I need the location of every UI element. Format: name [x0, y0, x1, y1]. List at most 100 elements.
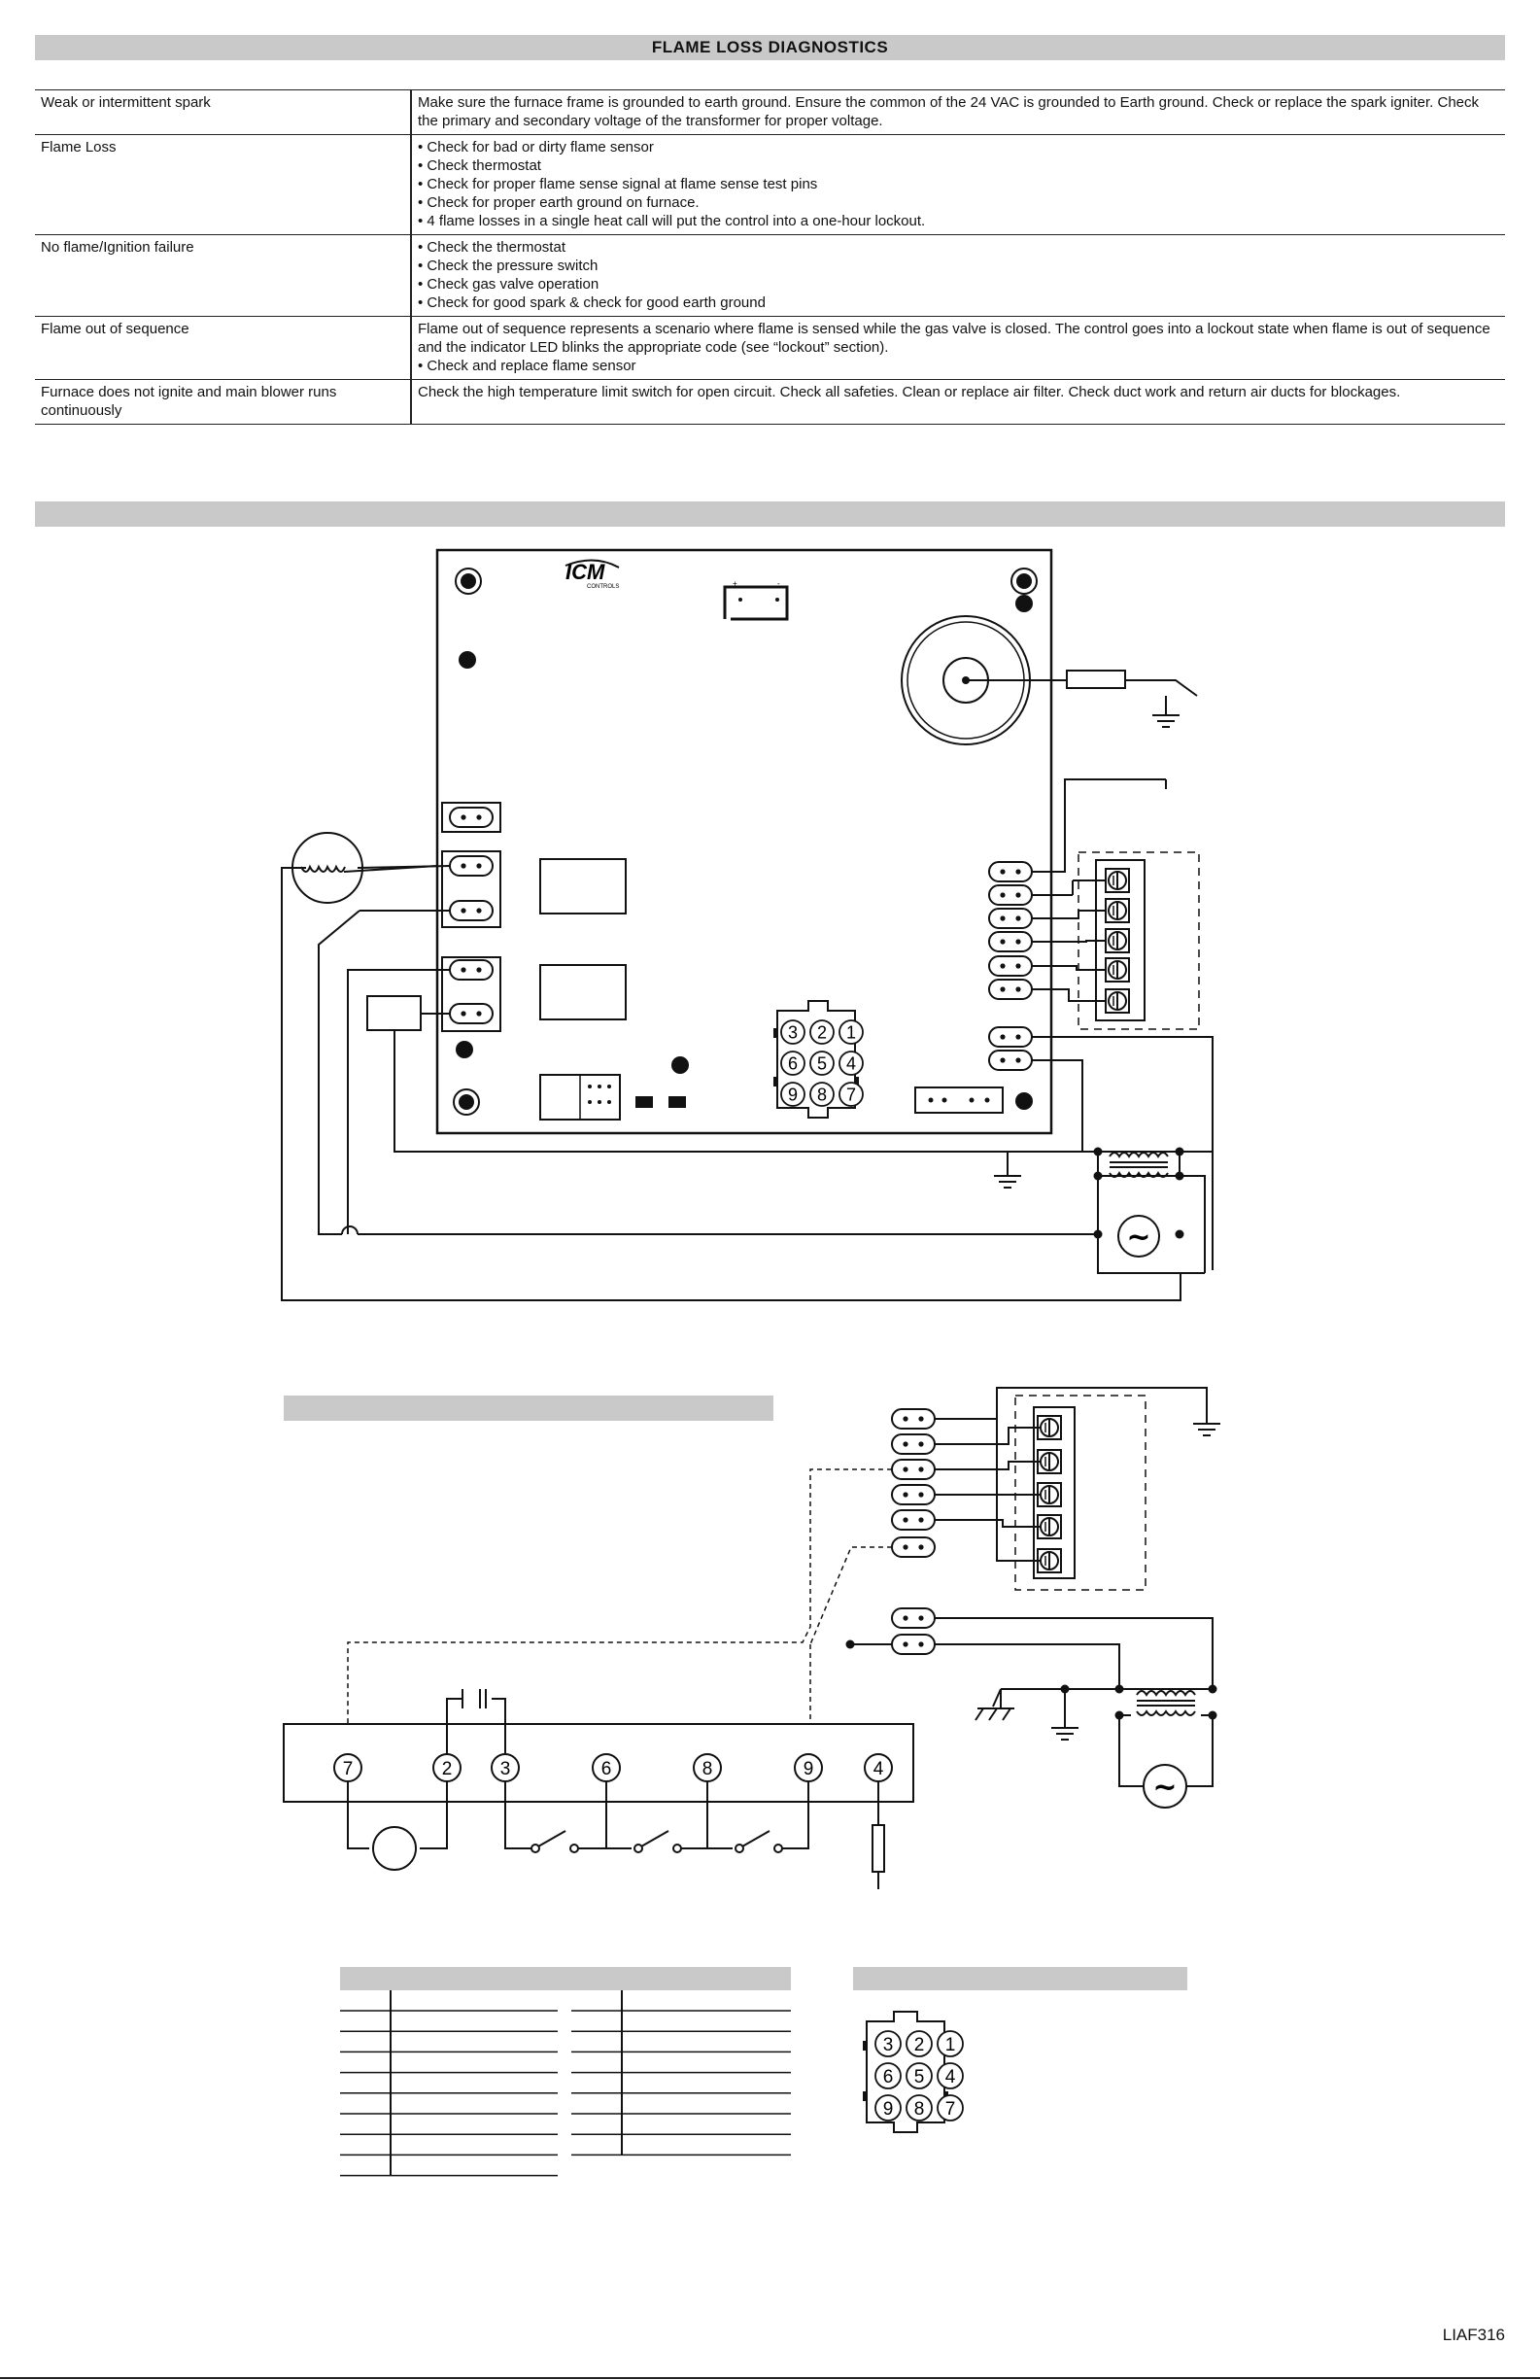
schematic-terminal-label: 8	[702, 1759, 713, 1779]
section-bar-connector	[853, 1967, 1187, 1990]
connector-pin-label: 8	[914, 2099, 925, 2120]
connector-pin	[838, 1082, 864, 1107]
section-bar-pin-table	[340, 1967, 791, 1990]
connector-pin	[780, 1051, 805, 1076]
schematic-terminal-label: 4	[873, 1759, 884, 1779]
remedy-line: • Check gas valve operation	[418, 276, 599, 293]
remedy-line: • Check the pressure switch	[418, 258, 599, 274]
symptom-cell: Furnace does not ignite and main blower …	[35, 379, 412, 425]
ac-source-schematic: ~	[1143, 1764, 1187, 1809]
remedy-line: • Check the thermostat	[418, 239, 565, 256]
remedy-cell: Make sure the furnace frame is grounded …	[411, 89, 1505, 135]
spark-coil	[901, 615, 1198, 745]
connector-pin-label: 5	[817, 1053, 827, 1073]
remedy-line: • Check for proper earth ground on furna…	[418, 194, 700, 211]
ac-symbol-schematic: ~	[1152, 1771, 1177, 1805]
remedy-line: • Check and replace flame sensor	[418, 358, 636, 374]
logo-text: ICM	[565, 560, 605, 584]
svg-text:-: -	[777, 579, 780, 588]
connector-pin	[838, 1051, 864, 1076]
symptom-cell: Weak or intermittent spark	[35, 89, 412, 135]
connector-pin-label: 6	[883, 2067, 894, 2087]
connector-pin	[906, 2094, 933, 2121]
diagnostics-row: No flame/Ignition failure• Check the the…	[35, 234, 1505, 317]
bottom-rule	[0, 2377, 1540, 2379]
schematic-connectors	[891, 1408, 936, 1655]
connector-pin	[906, 2062, 933, 2089]
connector-pin	[809, 1019, 835, 1045]
remedy-line: • Check for bad or dirty flame sensor	[418, 139, 654, 155]
symptom-cell: No flame/Ignition failure	[35, 234, 412, 317]
wiring-top	[281, 778, 1214, 1301]
remedy-line: Flame out of sequence represents a scena…	[418, 321, 1490, 356]
symptom-cell: Flame Loss	[35, 134, 412, 235]
remedy-cell: Check the high temperature limit switch …	[411, 379, 1505, 425]
status-led: + -	[723, 579, 789, 621]
schematic-terminal-label: 9	[804, 1759, 814, 1779]
connector-pin-label: 2	[817, 1022, 827, 1042]
schematic-board: 7 2 3 6 8 9 4	[283, 1689, 914, 1889]
svg-text:+: +	[733, 579, 737, 588]
connector-pin-label: 3	[883, 2035, 894, 2055]
connector-pin-label: 6	[788, 1053, 798, 1073]
section-bar-wiring	[35, 501, 1505, 527]
connector-pin-label: 7	[846, 1085, 856, 1104]
connector-pin-label: 9	[788, 1085, 798, 1104]
diagnostics-row: Furnace does not ignite and main blower …	[35, 379, 1505, 425]
remedy-line: Check the high temperature limit switch …	[418, 384, 1401, 400]
connector-pin	[874, 2094, 902, 2121]
remedy-cell: • Check the thermostat • Check the pressu…	[411, 234, 1505, 317]
schematic-terminal-label: 6	[601, 1759, 612, 1779]
logo-sub-text: CONTROLS	[587, 584, 619, 590]
remedy-line: • Check for good spark & check for good …	[418, 294, 766, 311]
connector-pin	[809, 1051, 835, 1076]
connector-pin	[874, 2030, 902, 2057]
connector-pin-label: 8	[817, 1085, 827, 1104]
ac-symbol-top: ~	[1126, 1221, 1150, 1255]
connector-pin	[937, 2062, 964, 2089]
connector-pin-label: 1	[846, 1022, 856, 1042]
ac-source-top: ~	[1117, 1215, 1160, 1258]
remedy-cell: Flame out of sequence represents a scena…	[411, 316, 1505, 380]
connector-pin	[906, 2030, 933, 2057]
connector-pin	[780, 1019, 805, 1045]
remedy-cell: • Check for bad or dirty flame sensor • C…	[411, 134, 1505, 235]
connector-pin	[937, 2030, 964, 2057]
connector-pin-label: 5	[914, 2067, 925, 2087]
connector-pin-label: 4	[846, 1053, 856, 1073]
icm-logo: ICM CONTROLS	[565, 559, 620, 590]
remedy-line: • 4 flame losses in a single heat call w…	[418, 213, 926, 229]
connector-pin-label: 1	[945, 2035, 956, 2055]
section-bar-schematic	[284, 1396, 773, 1421]
connector-pin-label: 2	[914, 2035, 925, 2055]
remedy-line: • Check thermostat	[418, 157, 541, 174]
connector-pin-label: 7	[945, 2099, 956, 2120]
connector-pin-label: 9	[883, 2099, 894, 2120]
connector-pin-label: 3	[788, 1022, 798, 1042]
schematic-terminal-label: 3	[500, 1759, 511, 1779]
pin-table	[340, 1990, 791, 2177]
schematic-terminal-label: 7	[343, 1759, 354, 1779]
connector-pin	[937, 2094, 964, 2121]
remedy-line: • Check for proper flame sense signal at…	[418, 176, 818, 192]
connector-pin	[874, 2062, 902, 2089]
diagnostics-row: Flame Loss• Check for bad or dirty flame…	[35, 134, 1505, 235]
connector-pin-label: 4	[945, 2067, 956, 2087]
control-board: ICM CONTROLS + -	[291, 548, 1198, 1135]
schematic-terminal-label: 2	[442, 1759, 453, 1779]
terminal-block-schematic	[1014, 1395, 1146, 1591]
remedy-line: Make sure the furnace frame is grounded …	[418, 94, 1479, 129]
schematic-wiring	[850, 1387, 1214, 1787]
connector-pin	[780, 1082, 805, 1107]
connector-pin	[809, 1082, 835, 1107]
section-title-flame-loss: FLAME LOSS DIAGNOSTICS	[35, 35, 1505, 60]
document-code: LIAF316	[1442, 2326, 1505, 2344]
connector-pin	[838, 1019, 864, 1045]
symptom-cell: Flame out of sequence	[35, 316, 412, 380]
